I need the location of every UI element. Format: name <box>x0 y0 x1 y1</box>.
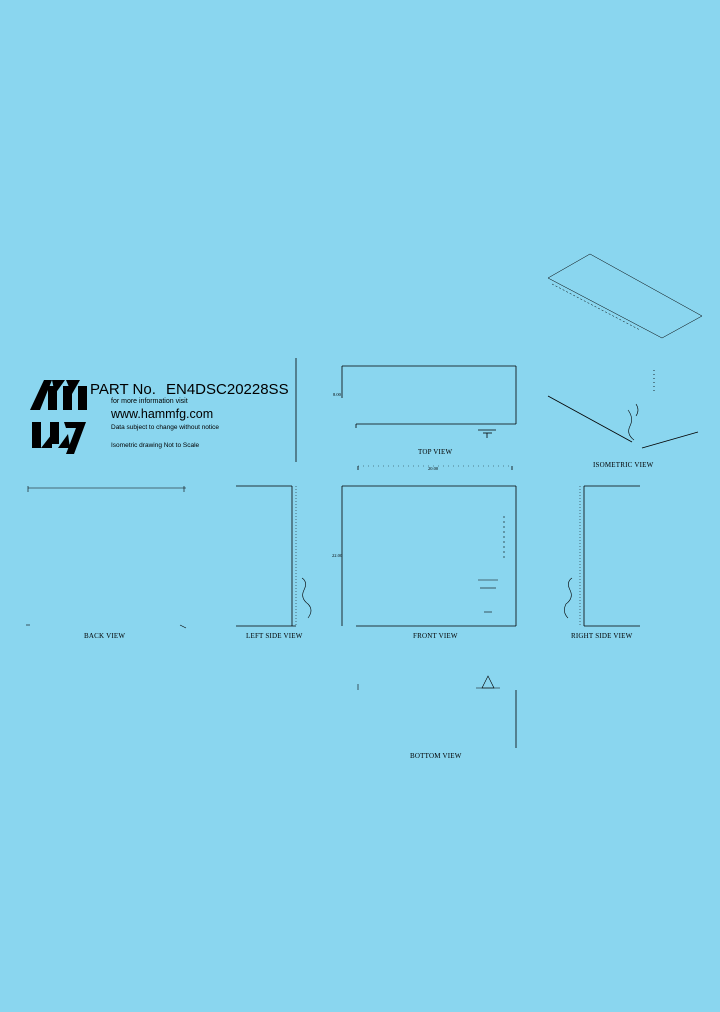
hammond-logo <box>30 380 87 454</box>
bottom-view-outline <box>357 675 517 748</box>
height-dimension: 22.00 <box>332 553 343 558</box>
left-side-view-label: LEFT SIDE VIEW <box>246 632 303 640</box>
notice-text: Data subject to change without notice <box>111 424 220 431</box>
top-view-label: TOP VIEW <box>418 448 453 456</box>
right-side-view-label: RIGHT SIDE VIEW <box>571 632 633 640</box>
back-view-label: BACK VIEW <box>84 632 126 640</box>
isometric-view-label: ISOMETRIC VIEW <box>593 461 654 469</box>
info-label: for more information visit <box>111 398 188 405</box>
back-view-outline <box>26 486 187 629</box>
part-number: EN4DSC20228SS <box>166 381 289 398</box>
top-view-outline <box>341 365 517 470</box>
isometric-note: Isometric drawing Not to Scale <box>111 442 200 449</box>
right-side-view-outline <box>564 485 640 627</box>
front-view-label: FRONT VIEW <box>413 632 458 640</box>
bottom-view-label: BOTTOM VIEW <box>410 752 462 760</box>
front-view-outline <box>341 465 517 627</box>
isometric-view-drawing <box>547 253 703 449</box>
part-label: PART No. <box>90 381 156 398</box>
width-dimension: 20.00 <box>428 466 439 471</box>
website-link[interactable]: www.hammfg.com <box>111 407 214 421</box>
left-side-view-outline <box>236 485 312 627</box>
depth-dimension: 8.00 <box>333 392 341 397</box>
